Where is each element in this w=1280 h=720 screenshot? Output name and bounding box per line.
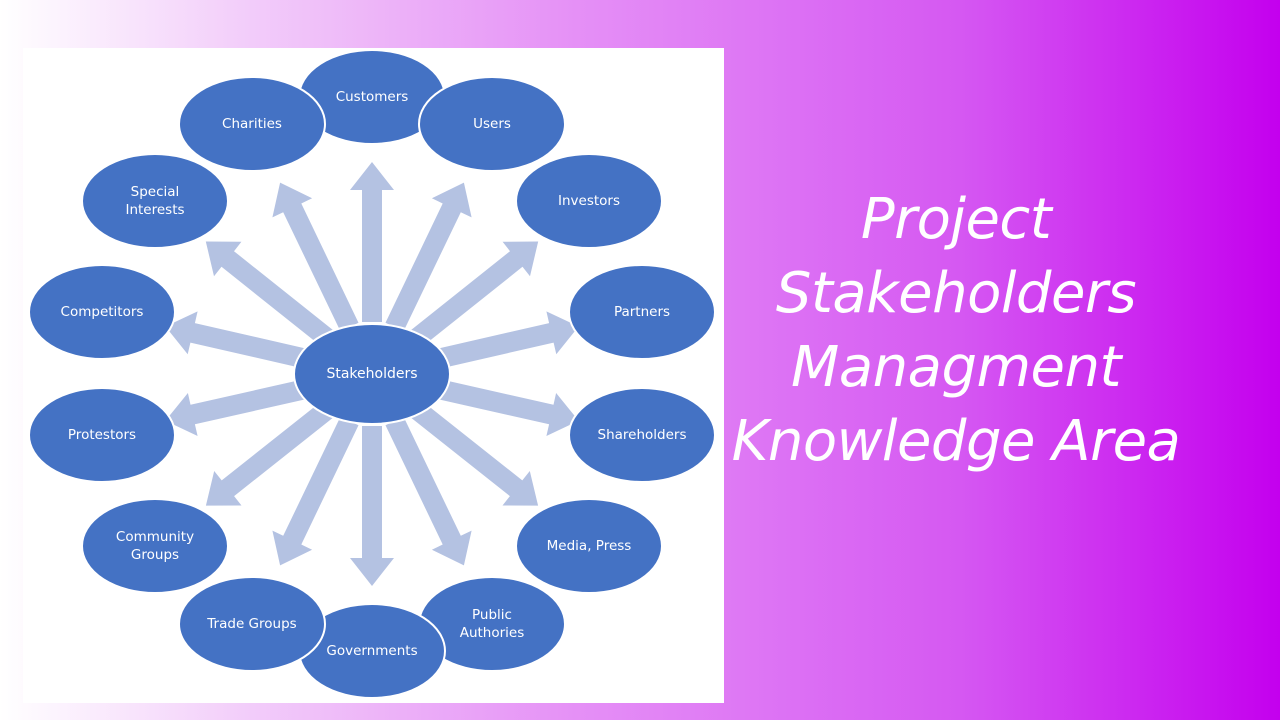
center-node: Stakeholders — [293, 323, 451, 425]
node-shareholders: Shareholders — [568, 387, 716, 483]
node-ellipse-partners — [568, 264, 716, 360]
arrow-to-governments — [350, 426, 394, 586]
arrow-to-protestors — [165, 375, 324, 436]
arrow-to-shareholders — [420, 375, 579, 436]
arrow-to-charities — [272, 182, 359, 332]
arrow-to-community-groups — [205, 398, 338, 506]
node-ellipse-media-press — [515, 498, 663, 594]
nodes-group: CustomersUsersInvestorsPartnersSharehold… — [28, 49, 716, 699]
title-line-4: Knowledge Area — [731, 408, 1181, 474]
node-ellipse-protestors — [28, 387, 176, 483]
node-media-press: Media, Press — [515, 498, 663, 594]
node-label-special-interests-2: Interests — [125, 202, 184, 218]
node-label-public-authories-2: Authories — [460, 625, 525, 641]
node-label-community-groups-1: Community — [116, 529, 194, 545]
node-ellipse-special-interests — [81, 153, 229, 249]
node-label-trade-groups-1: Trade Groups — [206, 616, 296, 632]
arrow-to-public-authories — [385, 416, 472, 566]
node-label-partners-1: Partners — [614, 304, 670, 320]
title-line-3: Managment — [791, 334, 1121, 400]
node-ellipse-competitors — [28, 264, 176, 360]
node-protestors: Protestors — [28, 387, 176, 483]
node-investors: Investors — [515, 153, 663, 249]
arrow-to-customers — [350, 162, 394, 322]
stakeholder-diagram: CustomersUsersInvestorsPartnersSharehold… — [28, 49, 716, 699]
node-charities: Charities — [178, 76, 326, 172]
node-label-special-interests-1: Special — [131, 184, 180, 200]
node-label-media-press-1: Media, Press — [547, 538, 632, 554]
arrow-to-competitors — [165, 311, 324, 373]
title-line-2: Stakeholders — [775, 260, 1137, 326]
node-competitors: Competitors — [28, 264, 176, 360]
arrows-group — [165, 162, 579, 586]
node-ellipse-investors — [515, 153, 663, 249]
node-label-governments-1: Governments — [326, 643, 417, 659]
node-label-protestors-1: Protestors — [68, 427, 136, 443]
arrow-to-special-interests — [205, 241, 338, 350]
node-ellipse-shareholders — [568, 387, 716, 483]
page-title: Project Stakeholders Managment Knowledge… — [728, 183, 1184, 479]
title-line-1: Project — [860, 186, 1052, 252]
node-label-charities-1: Charities — [222, 116, 282, 132]
node-label-shareholders-1: Shareholders — [598, 427, 687, 443]
node-ellipse-users — [418, 76, 566, 172]
node-label-competitors-1: Competitors — [61, 304, 144, 320]
node-users: Users — [418, 76, 566, 172]
node-partners: Partners — [568, 264, 716, 360]
arrow-to-trade-groups — [272, 416, 359, 566]
center-label: Stakeholders — [326, 366, 417, 382]
node-label-customers-1: Customers — [336, 89, 409, 105]
arrow-to-partners — [420, 311, 579, 373]
node-label-users-1: Users — [473, 116, 511, 132]
node-label-community-groups-2: Groups — [131, 547, 179, 563]
node-label-investors-1: Investors — [558, 193, 620, 209]
center-ellipse — [293, 323, 451, 425]
node-ellipse-community-groups — [81, 498, 229, 594]
node-governments: Governments — [298, 603, 446, 699]
node-ellipse-charities — [178, 76, 326, 172]
node-label-public-authories-1: Public — [472, 607, 512, 623]
node-ellipse-trade-groups — [178, 576, 326, 672]
node-trade-groups: Trade Groups — [178, 576, 326, 672]
arrow-to-users — [385, 182, 472, 332]
arrow-to-media-press — [406, 398, 539, 506]
arrow-to-investors — [406, 241, 539, 350]
